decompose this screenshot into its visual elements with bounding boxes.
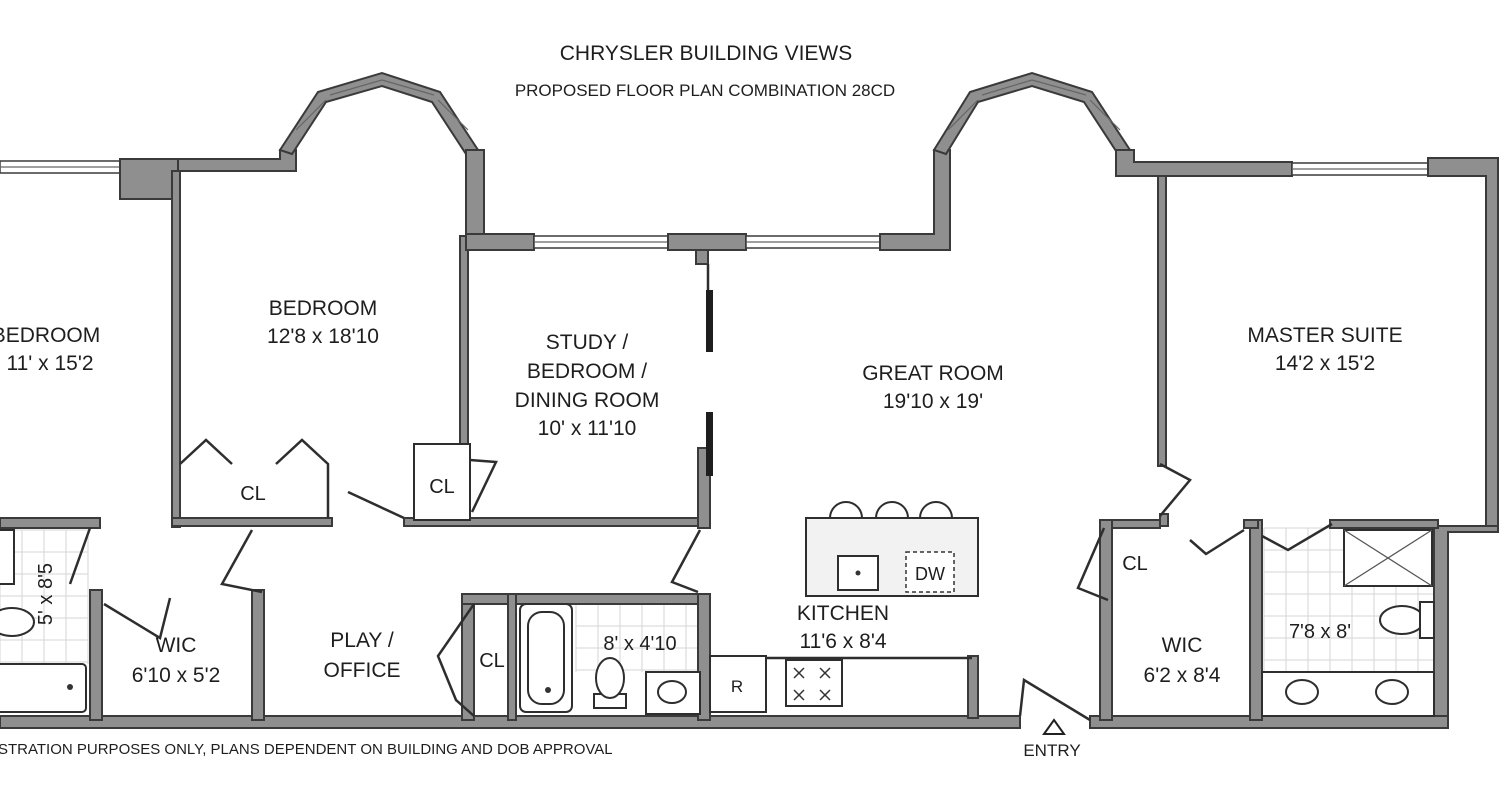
closet-label: CL: [1122, 553, 1148, 575]
room-name-wic-left: WIC: [156, 634, 197, 657]
room-labels: BEDROOM 11' x 15'2 BEDROOM 12'8 x 18'10 …: [0, 297, 1403, 760]
interior-walls: [68, 264, 1333, 722]
room-name-great-room: GREAT ROOM: [862, 362, 1004, 385]
plan-title: CHRYSLER BUILDING VIEWS: [560, 42, 853, 65]
room-dims-wic-left: 6'10 x 5'2: [132, 664, 221, 687]
room-name-study-3: DINING ROOM: [515, 389, 660, 412]
room-dims-master-suite: 14'2 x 15'2: [1275, 352, 1375, 375]
room-name-kitchen: KITCHEN: [797, 602, 889, 625]
closet-label: CL: [479, 650, 505, 672]
toilet: [0, 607, 35, 637]
plan-subtitle: PROPOSED FLOOR PLAN COMBINATION 28CD: [515, 81, 895, 100]
room-dims-kitchen: 11'6 x 8'4: [799, 630, 886, 653]
room-name-bedroom-left: BEDROOM: [0, 324, 100, 347]
room-name-play-1: PLAY /: [330, 629, 394, 652]
room-dims-bath-left: 5' x 8'5: [35, 563, 57, 625]
fixtures: [0, 501, 1435, 735]
room-name-study-1: STUDY /: [546, 331, 629, 354]
room-dims-wic-right: 6'2 x 8'4: [1144, 664, 1221, 687]
room-name-study-2: BEDROOM /: [527, 360, 647, 383]
room-dims-bedroom: 12'8 x 18'10: [267, 325, 379, 348]
entry-label: ENTRY: [1023, 741, 1080, 760]
exterior-walls: [0, 71, 1499, 729]
refrigerator: [709, 655, 767, 713]
room-dims-bath-master: 7'8 x 8': [1289, 621, 1351, 643]
disclaimer-footer: STRATION PURPOSES ONLY, PLANS DEPENDENT …: [0, 741, 613, 758]
room-name-master-suite: MASTER SUITE: [1247, 324, 1402, 347]
toilet: [1379, 605, 1425, 635]
room-dims-great-room: 19'10 x 19': [883, 390, 983, 413]
room-dims-bath-mid: 8' x 4'10: [603, 633, 676, 655]
closet-label: CL: [240, 483, 266, 505]
room-name-bedroom: BEDROOM: [269, 297, 378, 320]
room-name-play-2: OFFICE: [324, 659, 401, 682]
range: [785, 659, 843, 707]
dishwasher-label: DW: [915, 564, 945, 584]
entry-marker: [1042, 718, 1066, 735]
tile-pattern: [0, 527, 1434, 672]
dishwasher: [905, 551, 955, 593]
room-dims-study: 10' x 11'10: [538, 417, 637, 440]
refrigerator-label: R: [731, 677, 743, 696]
bathtub: [0, 663, 87, 713]
room-name-wic-right: WIC: [1162, 634, 1203, 657]
room-dims-bedroom-left: 11' x 15'2: [6, 352, 93, 375]
closet-label: CL: [429, 476, 455, 498]
sink: [0, 529, 15, 585]
stove-burners: [793, 667, 831, 701]
